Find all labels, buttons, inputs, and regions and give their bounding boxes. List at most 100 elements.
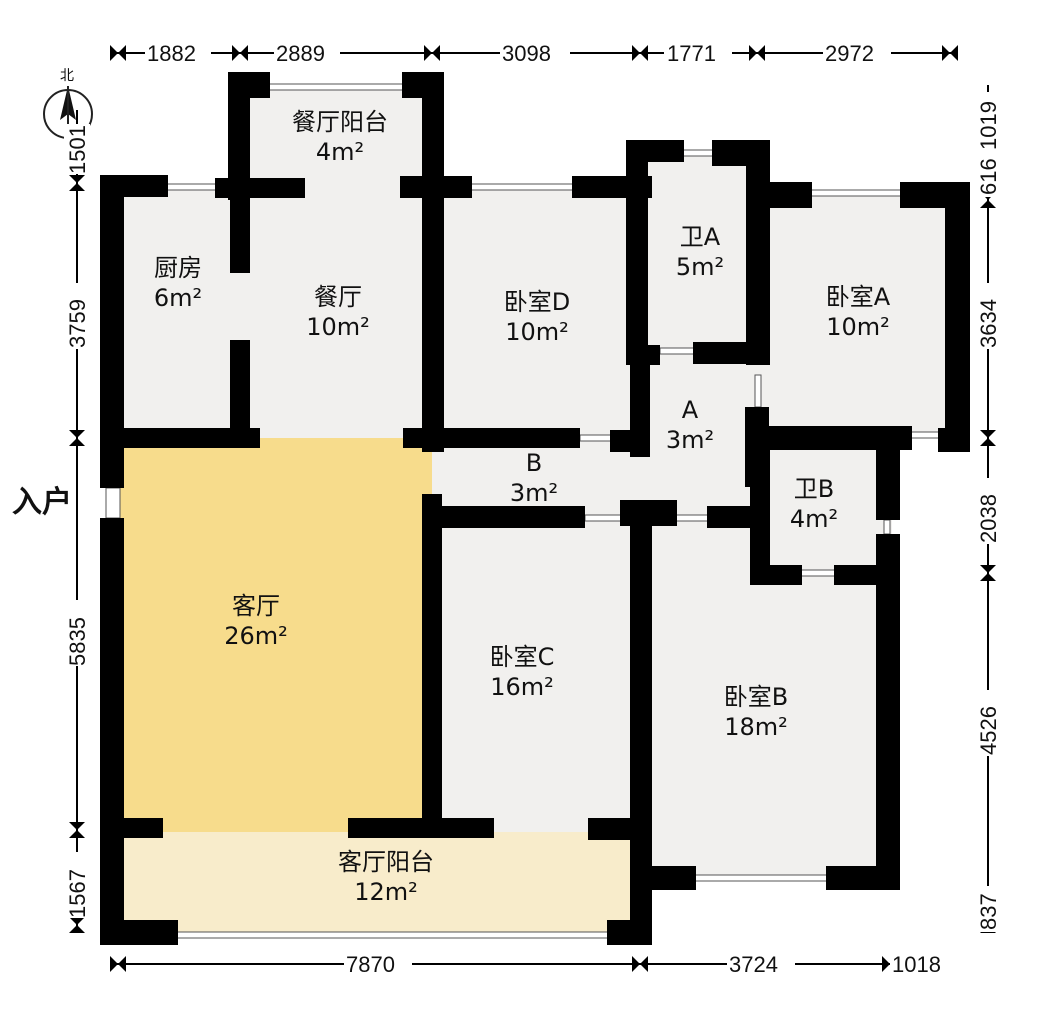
wall (228, 72, 250, 200)
dimension-label: 3724 (729, 952, 778, 977)
dimension-tick (110, 45, 126, 61)
window (469, 183, 576, 191)
window (579, 434, 613, 442)
walls (100, 72, 970, 945)
room-area: 18m² (724, 713, 788, 741)
window (754, 374, 762, 408)
room-area: 12m² (354, 878, 418, 906)
wall (876, 534, 900, 890)
wall (707, 506, 770, 528)
dimension-label: 4526 (976, 706, 1001, 755)
wall (630, 866, 696, 890)
window (659, 347, 697, 355)
dimension-tick (69, 822, 85, 838)
dimension-label: 1567 (65, 869, 90, 918)
wall (422, 506, 585, 528)
dimension-tick (632, 956, 648, 972)
dining-floor (240, 190, 432, 438)
wall (626, 140, 648, 365)
floors (118, 88, 955, 937)
dimension-label: 1882 (147, 41, 196, 66)
window (674, 514, 712, 522)
room-area: 26m² (224, 622, 288, 650)
wall (630, 345, 660, 365)
living-floor (118, 438, 432, 832)
dimension-tick (69, 430, 85, 446)
wall (588, 818, 652, 840)
windows (105, 83, 941, 939)
room-name: 餐厅 (314, 283, 362, 311)
window (909, 431, 941, 439)
dimension-label: 3098 (502, 41, 551, 66)
dimension-label: 2889 (276, 41, 325, 66)
wall (100, 818, 163, 838)
dimension-label: 3759 (65, 299, 90, 348)
window (883, 519, 891, 535)
window (247, 83, 425, 91)
dimension-label: 1019 (976, 101, 1001, 150)
room-name: 厨房 (154, 254, 202, 282)
wall (422, 494, 442, 822)
room-area: 4m² (316, 138, 364, 166)
room-name: 客厅阳台 (338, 848, 434, 876)
dining-balcony-floor (248, 88, 424, 190)
hall-b-floor (432, 438, 757, 510)
wall (876, 426, 900, 520)
bedroom-a-floor (757, 195, 955, 438)
living-balcony-floor (118, 832, 640, 937)
wall (348, 818, 494, 838)
dimension-label: 1771 (667, 41, 716, 66)
wall (230, 340, 250, 440)
dimension-label: 616 (976, 158, 1001, 195)
room-area: 10m² (826, 313, 890, 341)
room-area: 3m² (510, 479, 558, 507)
wall (100, 518, 124, 945)
room-name: 卧室D (504, 288, 570, 316)
dimension-tick (980, 430, 996, 446)
room-name: 餐厅阳台 (292, 108, 388, 136)
room-name: 卧室B (724, 683, 788, 711)
wall (422, 72, 444, 452)
dimension-tick (69, 917, 85, 933)
room-area: 3m² (666, 426, 714, 454)
bedroom-c-floor (432, 510, 642, 832)
window (164, 183, 221, 191)
wall (938, 428, 970, 452)
dimension-tick (632, 45, 648, 61)
room-area: 6m² (154, 284, 202, 312)
wall (626, 140, 684, 162)
wall (826, 866, 900, 890)
window (174, 931, 611, 939)
dimension-texts: 1882 2889 3098 1771 2972 7870 3724 1018 … (64, 40, 1001, 977)
window (809, 189, 903, 197)
wall (610, 430, 650, 452)
wall (228, 72, 270, 98)
wall (100, 175, 168, 197)
wall (100, 920, 178, 945)
window (799, 569, 837, 577)
dimension-tick (110, 956, 126, 972)
dimension-tick (942, 45, 958, 61)
dimension-label: 2038 (976, 494, 1001, 543)
dimension-tick (749, 45, 765, 61)
window (584, 514, 622, 522)
wall (693, 342, 768, 364)
wall (607, 920, 652, 945)
dimension-tick (232, 45, 248, 61)
dimension-label: 5835 (65, 617, 90, 666)
window (694, 874, 831, 882)
bath-a-floor (642, 155, 757, 355)
dimension-label: 3634 (976, 299, 1001, 348)
